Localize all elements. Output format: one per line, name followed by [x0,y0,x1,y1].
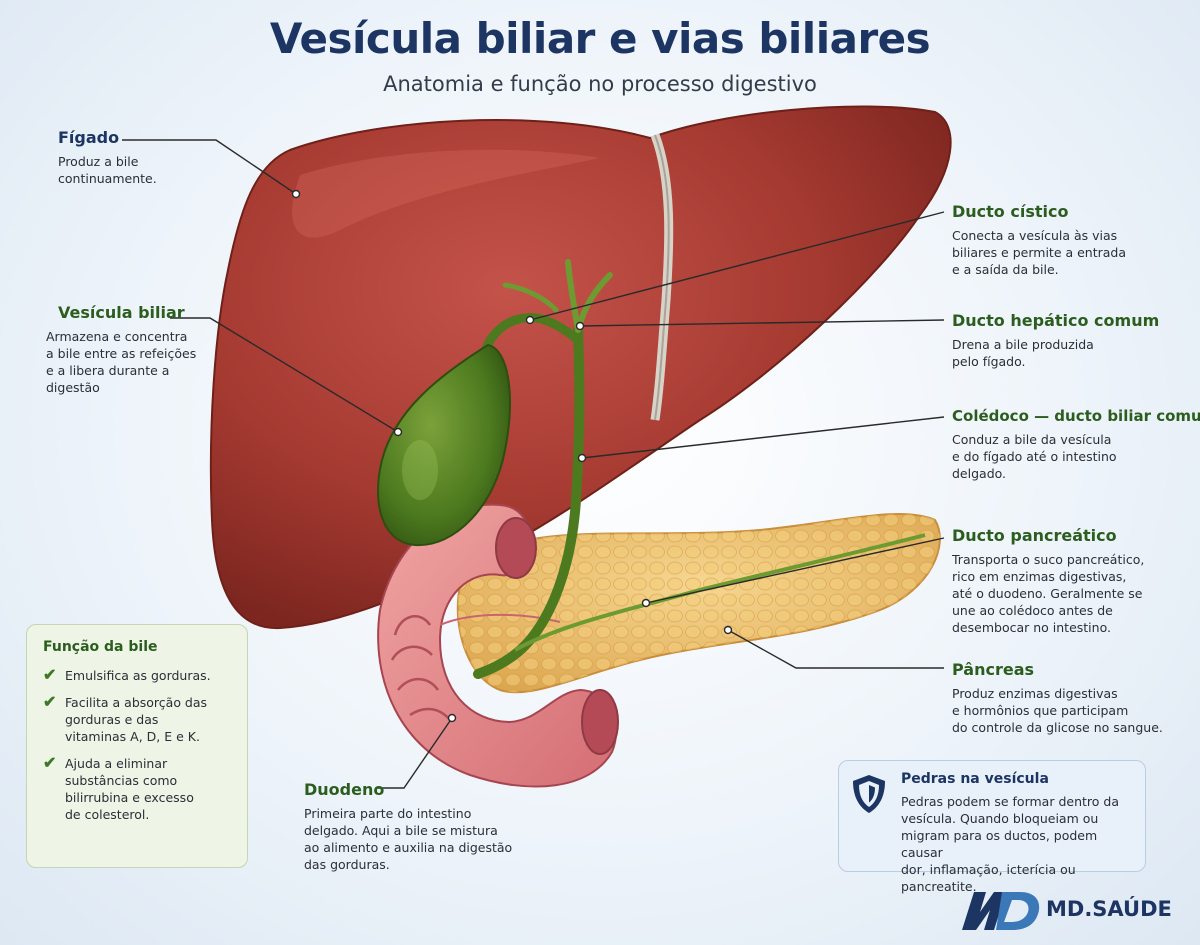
label-coledoco-line-1: Conduz a bile da vesícula [952,432,1112,447]
duodenum-shape [377,503,618,788]
label-ducto-hepatico-line-2: pelo fígado. [952,354,1026,369]
gallstones-line-4: dor, inflamação, icterícia ou pancreatit… [901,862,1076,894]
bile-function-item: ✔ Ajuda a eliminar substâncias como bili… [43,755,231,823]
bile-item-2-line-3: vitaminas A, D, E e K. [65,729,200,744]
check-icon: ✔ [43,755,57,772]
check-icon: ✔ [43,694,57,711]
bile-function-title: Função da bile [43,639,158,655]
duodenum-opening-bottom [581,689,619,755]
leader-lines [122,139,945,789]
label-vesicula-title: Vesícula biliar [58,303,185,322]
label-ducto-pancreatico-line-2: rico em enzimas digestivas, [952,569,1127,584]
leader-ducto-pancreatico [645,537,945,604]
bile-function-item: ✔ Facilita a absorção das gorduras e das… [43,694,231,745]
leader-vesicula [170,317,399,433]
label-duodeno-line-1: Primeira parte do intestino [304,806,472,821]
common-bile-duct [473,325,585,679]
label-duodeno-title: Duodeno [304,780,385,799]
brand-name: MD.SAÚDE [1046,897,1172,921]
label-ducto-pancreatico-line-1: Transporta o suco pancreático, [952,552,1145,567]
bile-item-3-line-1: Ajuda a eliminar [65,756,168,771]
label-figado-title: Fígado [58,128,120,147]
label-ducto-hepatico-line-1: Drena a bile produzida [952,337,1094,352]
leader-ducto-hepatico [579,319,945,327]
gallbladder-shape [377,343,511,547]
label-ducto-pancreatico-line-5: desembocar no intestino. [952,620,1111,635]
leader-duodeno [376,717,453,789]
label-ducto-cistico-line-2: biliares e permite a entrada [952,245,1127,260]
bile-function-item: ✔ Emulsifica as gorduras. [43,667,231,684]
label-ducto-cistico-line-1: Conecta a vesícula às vias [952,228,1118,243]
bile-item-2-line-2: gorduras e das [65,712,159,727]
label-coledoco-title: Colédoco — ducto biliar comum [952,407,1200,425]
leader-figado [122,139,297,195]
bile-item-3-line-2: substâncias como [65,773,178,788]
md-saude-logo-icon [962,892,1040,930]
label-duodeno-line-4: das gorduras. [304,857,390,872]
leader-pancreas [727,629,944,669]
duodenum-opening-top [495,517,537,579]
hepatic-duct-branch [502,282,559,313]
leader-dots [291,189,733,723]
leader-coledoco [581,416,945,459]
liver-highlight [292,149,600,238]
label-ducto-cistico: Ducto cístico Conecta a vesícula às vias… [952,202,1182,278]
label-pancreas-line-1: Produz enzimas digestivas [952,686,1118,701]
cystic-duct [480,312,583,357]
label-pancreas-line-2: e hormônios que participam [952,703,1129,718]
bile-item-3-line-3: bilirrubina e excesso [65,790,194,805]
label-vesicula-line-2: a bile entre as refeições [46,346,197,361]
label-ducto-hepatico: Ducto hepático comum Drena a bile produz… [952,311,1182,370]
label-coledoco-line-3: delgado. [952,466,1007,481]
bile-item-1-line-1: Emulsifica as gorduras. [65,668,211,683]
label-ducto-pancreatico-line-3: até o duodeno. Geralmente se [952,586,1143,601]
label-vesicula: Vesícula biliar Armazena e concentra a b… [14,303,206,396]
label-pancreas-line-3: do controle da glicose no sangue. [952,720,1163,735]
label-vesicula-line-3: e a libera durante a digestão [46,363,170,395]
gallstones-line-2: vesícula. Quando bloqueiam ou [901,811,1099,826]
check-icon: ✔ [43,667,57,684]
page-title: Vesícula biliar e vias biliares [269,14,931,63]
page-subtitle: Anatomia e função no processo digestivo [383,72,817,96]
label-coledoco: Colédoco — ducto biliar comum Conduz a b… [952,407,1200,482]
label-ducto-hepatico-title: Ducto hepático comum [952,311,1160,330]
duodenum-inner-folds [390,615,451,721]
gallstones-line-3: migram para os ductos, podem causar [901,828,1098,860]
gallstones-line-1: Pedras podem se formar dentro da [901,794,1119,809]
label-pancreas: Pâncreas Produz enzimas digestivas e hor… [952,660,1192,736]
bile-item-2-line-1: Facilita a absorção das [65,695,208,710]
leader-ducto-cistico [529,211,945,321]
bile-item-3-line-4: de colesterol. [65,807,150,822]
pancreatic-duct [514,533,926,652]
label-ducto-pancreatico: Ducto pancreático Transporta o suco panc… [952,526,1192,636]
gallstones-box: Pedras na vesícula Pedras podem se forma… [838,760,1146,894]
label-figado-line-2: continuamente. [58,171,157,186]
label-figado-line-1: Produz a bile [58,154,139,169]
label-figado: Fígado Produz a bile continuamente. [58,128,228,187]
label-duodeno: Duodeno Primeira parte do intestino delg… [304,780,544,873]
label-duodeno-line-2: delgado. Aqui a bile se mistura [304,823,498,838]
label-ducto-pancreatico-title: Ducto pancreático [952,526,1117,545]
label-ducto-cistico-title: Ducto cístico [952,202,1069,221]
bile-function-box: Função da bile ✔ Emulsifica as gorduras.… [26,624,248,868]
label-vesicula-line-1: Armazena e concentra [46,329,188,344]
label-pancreas-title: Pâncreas [952,660,1035,679]
label-ducto-cistico-line-3: e a saída da bile. [952,262,1059,277]
label-ducto-pancreatico-line-4: une ao colédoco antes de [952,603,1113,618]
label-coledoco-line-2: e do fígado até o intestino [952,449,1117,464]
gallstones-title: Pedras na vesícula [901,771,1049,787]
shield-icon [853,775,885,813]
label-duodeno-line-3: ao alimento e auxilia na digestão [304,840,513,855]
